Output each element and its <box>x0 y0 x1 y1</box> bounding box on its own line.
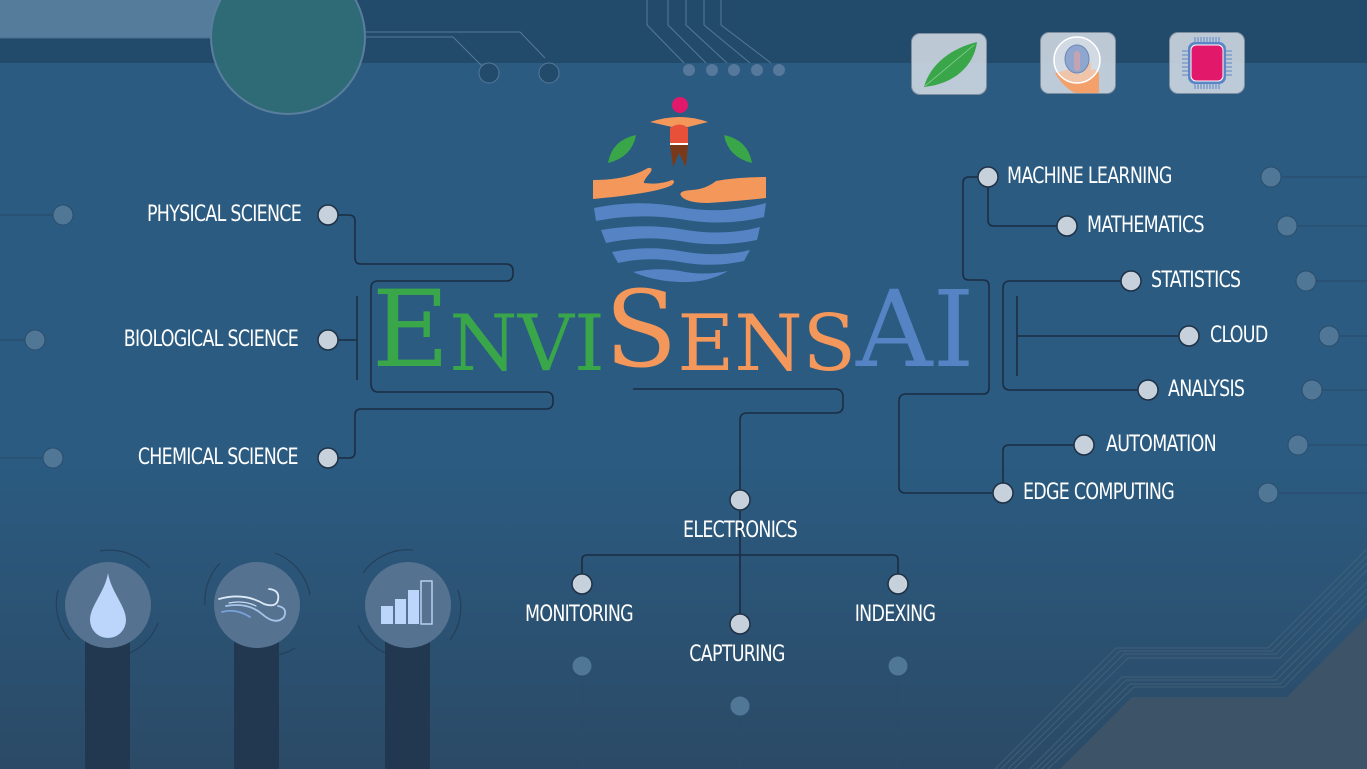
node-biological-science <box>317 329 339 351</box>
fingerprint-touch-icon-tile <box>1040 32 1116 94</box>
sensor-pillar-water <box>85 640 130 769</box>
hand-right-icon <box>680 177 766 203</box>
brand-envi-rest: NVI <box>449 299 605 389</box>
label-monitoring: MONITORING <box>525 602 634 627</box>
label-electronics: ELECTRONICS <box>683 518 798 543</box>
microchip-icon-tile <box>1169 32 1245 94</box>
leaf-icon-tile <box>911 33 987 95</box>
node-mathematics <box>1056 215 1078 237</box>
brand-sens-rest: ENS <box>677 299 857 389</box>
node-electronics <box>729 489 751 511</box>
wind-icon <box>218 588 287 622</box>
sensor-pillar-wind <box>234 640 279 769</box>
node-cloud <box>1178 325 1200 347</box>
sensor-wind <box>214 562 300 648</box>
hand-left-icon <box>593 167 674 199</box>
label-mathematics: MATHEMATICS <box>1087 213 1205 238</box>
envisens-emblem-logo <box>593 97 766 283</box>
brand-sens-initial: S <box>604 268 678 391</box>
leaf-right-icon <box>724 135 752 163</box>
label-automation: AUTOMATION <box>1106 432 1217 457</box>
label-biological-science: BIOLOGICAL SCIENCE <box>123 327 299 352</box>
node-edge-computing <box>992 482 1014 504</box>
water-drop-icon <box>90 573 126 638</box>
node-chemical-science <box>317 447 339 469</box>
label-analysis: ANALYSIS <box>1168 377 1245 402</box>
node-statistics <box>1120 270 1142 292</box>
leaf-icon <box>924 42 977 87</box>
sensor-signal <box>365 562 451 648</box>
node-automation <box>1073 434 1095 456</box>
person-head-icon <box>672 97 688 113</box>
label-machine-learning: MACHINE LEARNING <box>1007 164 1172 189</box>
label-cloud: CLOUD <box>1210 323 1268 348</box>
label-chemical-science: CHEMICAL SCIENCE <box>137 445 299 470</box>
sensor-water <box>65 562 151 648</box>
node-analysis <box>1137 379 1159 401</box>
label-indexing: INDEXING <box>854 602 936 627</box>
fingerprint-touch-icon <box>1053 36 1101 93</box>
node-capturing <box>729 613 751 635</box>
sensor-pillar-signal <box>385 640 430 769</box>
signal-bars-icon <box>381 580 433 625</box>
brand-envi-initial: E <box>372 268 450 391</box>
brand-ai: AI <box>856 268 975 391</box>
leaf-left-icon <box>608 135 636 163</box>
label-statistics: STATISTICS <box>1151 268 1241 293</box>
node-machine-learning <box>977 166 999 188</box>
label-capturing: CAPTURING <box>689 642 785 667</box>
label-physical-science: PHYSICAL SCIENCE <box>146 202 302 227</box>
node-monitoring <box>571 573 593 595</box>
node-indexing <box>887 573 909 595</box>
microchip-icon <box>1182 37 1232 89</box>
node-physical-science <box>317 204 339 226</box>
label-edge-computing: EDGE COMPUTING <box>1023 480 1175 505</box>
